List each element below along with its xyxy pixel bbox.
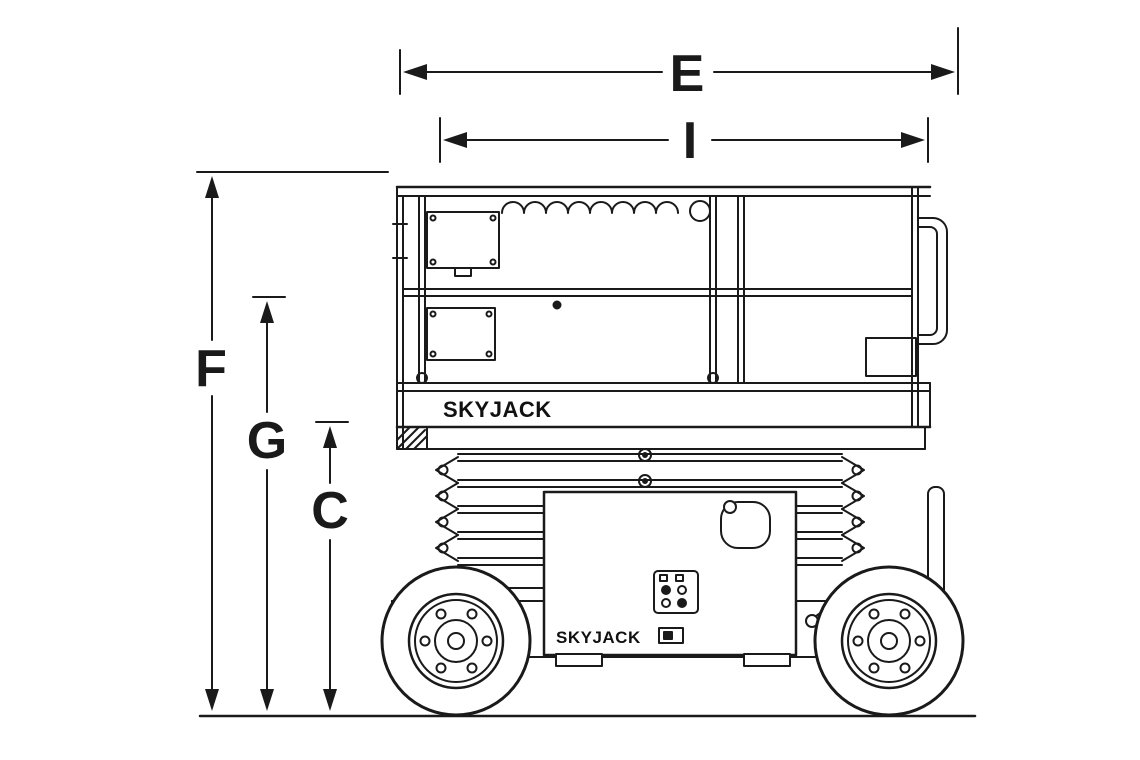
- cable-loop: [689, 200, 711, 222]
- rail-fastener: [552, 300, 562, 310]
- skyjack-logo-chassis: SKYJACK: [556, 628, 641, 647]
- arrowhead-left-icon: [403, 64, 427, 80]
- machine: [198, 185, 977, 718]
- dim-label-e: E: [670, 45, 705, 103]
- platform-panel: [426, 307, 496, 361]
- hub: [867, 619, 911, 663]
- scissor-center-pivot: [638, 474, 652, 488]
- dim-label-f: F: [195, 340, 227, 398]
- chassis: [542, 490, 798, 667]
- platform-box-right: [865, 337, 917, 377]
- left-wheel: [380, 565, 532, 717]
- chassis-foot: [555, 653, 603, 667]
- platform-assembly: [392, 185, 948, 450]
- arrowhead-left-icon: [443, 132, 467, 148]
- cable-tray: [501, 201, 679, 214]
- text-layer: E I F G C SKYJACK SKYJACK: [195, 45, 704, 647]
- right-wheel: [813, 565, 965, 717]
- arrowhead-right-icon: [901, 132, 925, 148]
- chassis-control-panel: [653, 570, 699, 614]
- arrowhead-down-icon: [205, 689, 219, 711]
- skyjack-logo-platform: SKYJACK: [443, 397, 552, 422]
- arrowhead-up-icon: [260, 301, 274, 323]
- hub: [434, 619, 478, 663]
- dimension-f: [196, 171, 389, 711]
- rear-handle: [917, 217, 948, 345]
- dimension-i: [439, 117, 929, 163]
- arrowhead-up-icon: [323, 426, 337, 448]
- dimension-c: [315, 421, 349, 711]
- platform-floor: [395, 382, 932, 450]
- dimension-g: [252, 296, 286, 711]
- scissor-center-pivot: [638, 448, 652, 462]
- arrowhead-up-icon: [205, 176, 219, 198]
- chassis-foot: [743, 653, 791, 667]
- arrowhead-down-icon: [260, 689, 274, 711]
- dimensions: [196, 27, 959, 711]
- tire: [380, 565, 532, 717]
- dim-label-c: C: [311, 482, 349, 540]
- chassis-cutout: [720, 501, 771, 549]
- arrowhead-down-icon: [323, 689, 337, 711]
- dim-label-g: G: [247, 412, 287, 470]
- dimension-e: [399, 27, 959, 95]
- arrowhead-right-icon: [931, 64, 955, 80]
- tire: [813, 565, 965, 717]
- dim-label-i: I: [683, 112, 697, 170]
- chassis-decal-box: [658, 627, 684, 644]
- platform-control-box: [426, 211, 500, 277]
